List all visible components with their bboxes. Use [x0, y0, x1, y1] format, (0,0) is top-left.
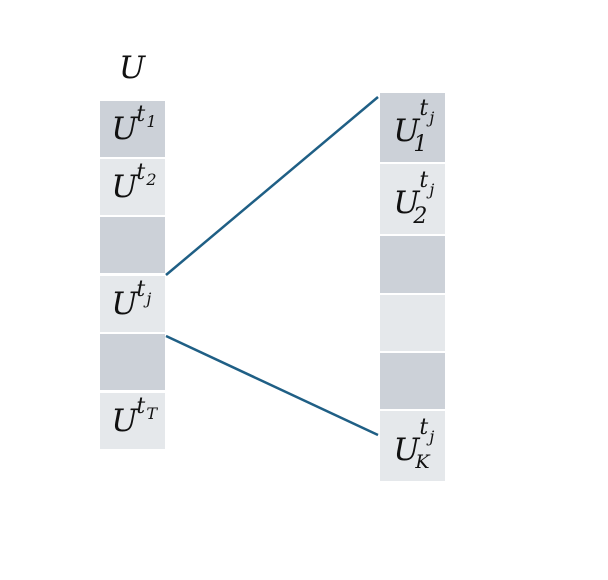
right-cell-2-supsub: j: [429, 179, 435, 199]
left-cell-1: U t 1: [100, 101, 165, 157]
right-cell-2-sub: 2: [413, 203, 428, 229]
right-cell-6-supsub: j: [429, 426, 435, 446]
left-cell-4: U t j: [100, 276, 165, 332]
matrix-u-label: U: [119, 50, 146, 86]
left-cell-2-sup: t: [136, 159, 146, 185]
left-cell-5: [100, 334, 165, 390]
left-cell-1-math: U t 1: [111, 103, 156, 147]
left-cell-2-math: U t 2: [111, 161, 156, 205]
right-cell-1-math: U 1 t j: [393, 98, 434, 156]
left-cell-4-math: U t j: [111, 278, 151, 322]
left-cell-6-math: U t T: [111, 395, 157, 439]
left-cell-1-base: U: [111, 110, 138, 147]
left-cell-3: [100, 217, 165, 273]
left-cell-6-sup: t: [136, 393, 146, 419]
left-cell-2-supsub: 2: [146, 169, 157, 189]
right-cell-4: [380, 295, 445, 351]
right-cell-2-math: U 2 t j: [393, 169, 434, 227]
left-cell-6-supsub: T: [146, 403, 158, 423]
left-cell-4-base: U: [111, 285, 138, 322]
left-cell-2-base: U: [111, 168, 138, 205]
right-cell-3: [380, 236, 445, 293]
right-cell-2-sup: t: [419, 167, 429, 193]
left-cell-4-sup: t: [136, 276, 146, 302]
connector-bottom-line: [165, 334, 379, 437]
right-cell-6-base: U: [393, 431, 420, 468]
connector-top-line: [165, 96, 379, 276]
right-cell-1: U 1 t j: [380, 93, 445, 162]
left-cell-6: U t T: [100, 393, 165, 449]
right-cell-6-sup: t: [419, 414, 429, 440]
right-cell-6-sub: K: [415, 450, 430, 473]
right-cell-2: U 2 t j: [380, 164, 445, 234]
right-cell-1-base: U: [393, 113, 420, 149]
right-cell-1-supsub: j: [429, 108, 435, 127]
left-cell-2: U t 2: [100, 159, 165, 215]
left-cell-4-supsub: j: [146, 288, 152, 308]
right-cell-1-sub: 1: [413, 132, 428, 157]
right-cell-2-base: U: [393, 184, 420, 221]
left-cell-1-sup: t: [136, 101, 146, 127]
right-cell-6: U K t j: [380, 411, 445, 481]
right-cell-1-sup: t: [419, 96, 429, 121]
left-cell-1-supsub: 1: [146, 111, 157, 131]
right-cell-6-math: U K t j: [393, 416, 434, 471]
left-cell-6-base: U: [111, 402, 138, 439]
right-cell-5: [380, 353, 445, 409]
